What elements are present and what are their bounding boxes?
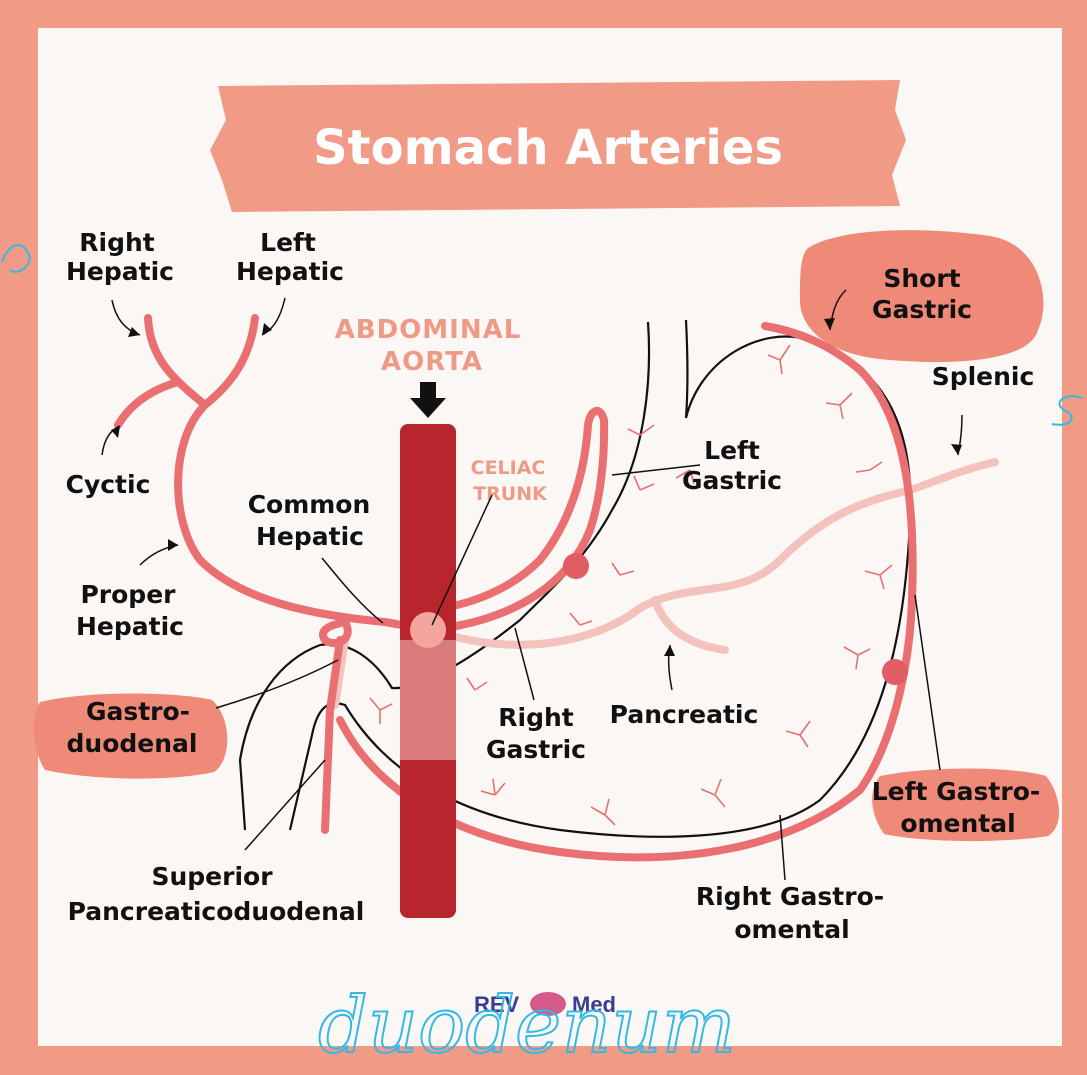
label-right-gastric-1: Right bbox=[498, 703, 574, 732]
anastomosis-node-gastroomental bbox=[882, 659, 908, 685]
aorta-overlay bbox=[400, 640, 456, 760]
handwritten-duodenum: duodenum bbox=[318, 981, 736, 1071]
label-right-gastroomental-1: Right Gastro- bbox=[696, 882, 884, 911]
anastomosis-node-left-gastric bbox=[563, 553, 589, 579]
label-left-hepatic-1: Left bbox=[260, 228, 316, 257]
label-splenic: Splenic bbox=[932, 362, 1035, 391]
label-pancreatic: Pancreatic bbox=[610, 700, 759, 729]
page-title: Stomach Arteries bbox=[313, 120, 783, 176]
label-left-gastric-1: Left bbox=[704, 436, 760, 465]
celiac-trunk-node bbox=[410, 612, 446, 648]
label-left-gastric-2: Gastric bbox=[682, 466, 782, 495]
label-gastroduodenal-2: duodenal bbox=[67, 729, 198, 758]
label-left-hepatic-2: Hepatic bbox=[236, 257, 344, 286]
label-right-hepatic-1: Right bbox=[79, 228, 155, 257]
label-short-gastric-2: Gastric bbox=[872, 295, 972, 324]
aorta-label-line2: AORTA bbox=[381, 347, 483, 377]
label-common-hepatic-2: Hepatic bbox=[256, 522, 364, 551]
label-right-gastric-2: Gastric bbox=[486, 735, 586, 764]
label-superior-pancreaticoduodenal-1: Superior bbox=[151, 862, 273, 891]
label-cystic: Cyctic bbox=[66, 470, 151, 499]
label-proper-hepatic-1: Proper bbox=[80, 580, 176, 609]
celiac-label-line1: CELIAC bbox=[471, 457, 546, 479]
celiac-label-line2: TRUNK bbox=[473, 483, 548, 505]
label-superior-pancreaticoduodenal-2: Pancreaticoduodenal bbox=[68, 897, 365, 926]
label-right-gastroomental-2: omental bbox=[734, 915, 849, 944]
label-short-gastric-1: Short bbox=[883, 264, 960, 293]
label-left-gastroomental-1: Left Gastro- bbox=[872, 777, 1041, 806]
label-gastroduodenal-1: Gastro- bbox=[86, 697, 190, 726]
label-proper-hepatic-2: Hepatic bbox=[76, 612, 184, 641]
label-right-hepatic-2: Hepatic bbox=[66, 257, 174, 286]
label-left-gastroomental-2: omental bbox=[900, 809, 1015, 838]
label-common-hepatic-1: Common bbox=[248, 490, 371, 519]
aorta-label-line1: ABDOMINAL bbox=[335, 315, 522, 345]
